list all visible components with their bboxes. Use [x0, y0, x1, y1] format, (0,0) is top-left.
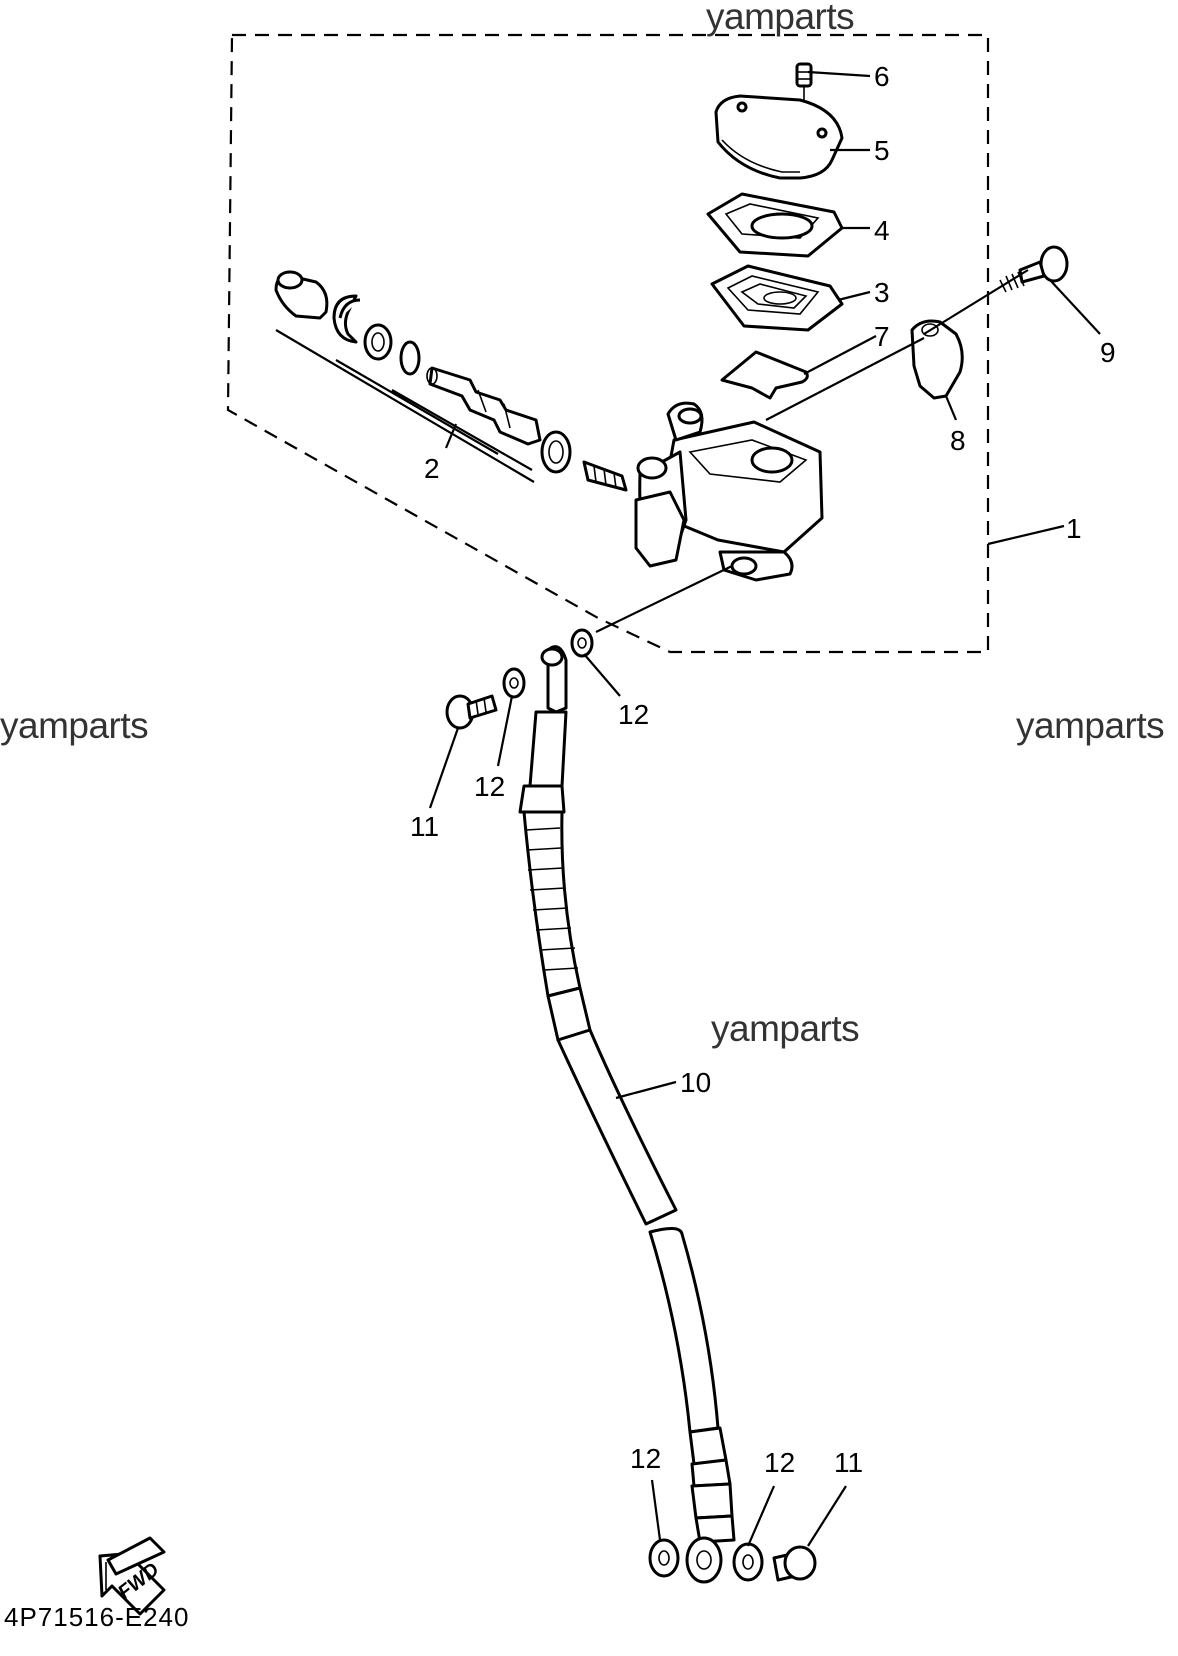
reservoir-cap-5-icon	[714, 94, 844, 180]
watermark-top: yamparts	[706, 0, 855, 37]
fwd-arrow-icon: FWD	[98, 1536, 166, 1616]
callout-9: 9	[1100, 337, 1116, 368]
brake-hose-10-icon	[518, 645, 736, 1584]
bracket-8-icon	[910, 319, 964, 400]
callout-1: 1	[1066, 513, 1082, 544]
callout-5: 5	[874, 135, 890, 166]
callout-12-top-left: 12	[474, 771, 505, 802]
assembly-boundary	[226, 33, 990, 654]
callout-12-bottom-left: 12	[630, 1443, 661, 1474]
washer-12-top-right-icon	[570, 628, 594, 658]
watermark-right: yamparts	[1016, 705, 1165, 746]
master-cylinder-1-icon	[634, 401, 824, 582]
callout-6: 6	[874, 61, 890, 92]
callout-7: 7	[874, 321, 890, 352]
leader-lines	[428, 70, 1101, 1547]
callout-8: 8	[950, 425, 966, 456]
union-bolt-11-bottom-icon	[772, 1545, 817, 1582]
float-plate-7-icon	[720, 350, 809, 400]
callout-4: 4	[874, 215, 890, 246]
watermark-left: yamparts	[0, 705, 149, 746]
diaphragm-3-icon	[710, 264, 844, 332]
union-bolt-11-top-icon	[445, 694, 498, 730]
watermark-middle: yamparts	[711, 1008, 860, 1049]
callout-11-top: 11	[410, 811, 439, 842]
washer-12-bottom-right-icon	[732, 1542, 764, 1582]
callout-11-bottom: 11	[834, 1447, 863, 1478]
callout-10: 10	[680, 1067, 711, 1098]
washer-12-top-left-icon	[502, 667, 526, 699]
callout-3: 3	[874, 277, 890, 308]
piston-kit-2-icon	[274, 270, 628, 492]
washer-12-bottom-left-icon	[648, 1538, 680, 1578]
callout-2: 2	[424, 453, 440, 484]
callout-12-top-right: 12	[618, 699, 649, 730]
bolt-9-icon	[999, 245, 1069, 293]
callout-12-bottom-right: 12	[764, 1447, 795, 1478]
diagram-code: 4P71516-E240	[4, 1602, 190, 1632]
